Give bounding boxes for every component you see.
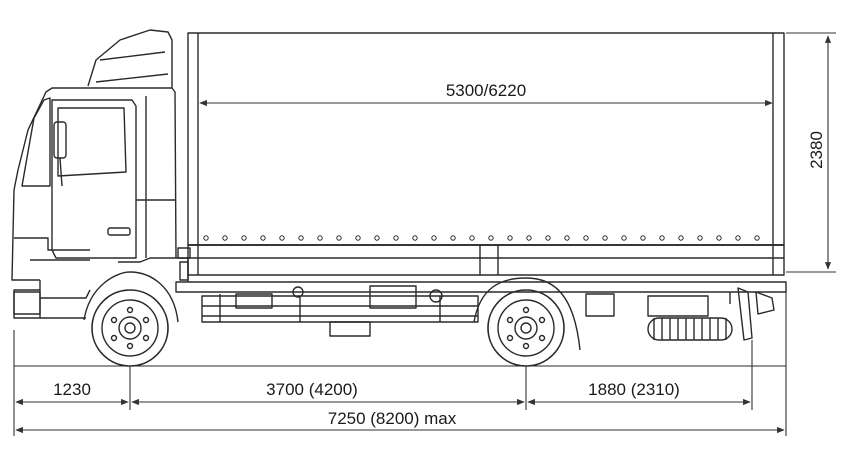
rivet	[621, 235, 627, 241]
front-wheel-arch	[83, 271, 179, 323]
cab	[11, 29, 177, 319]
rivet	[412, 235, 418, 241]
rivet	[754, 235, 760, 241]
rivet	[697, 235, 703, 241]
rivet	[488, 235, 494, 241]
rivet	[659, 235, 665, 241]
rivet	[469, 235, 475, 241]
rivet	[298, 235, 304, 241]
rear-wheel	[487, 289, 565, 367]
tarp-rivets	[203, 235, 760, 241]
rivet	[583, 235, 589, 241]
rivet	[241, 235, 247, 241]
rivet	[279, 235, 285, 241]
rivet	[393, 235, 399, 241]
rivet	[317, 235, 323, 241]
rivet	[716, 235, 722, 241]
chassis	[175, 247, 787, 341]
body-length-label: 5300/6220	[446, 81, 526, 100]
truck-outline	[11, 29, 787, 367]
front-overhang-label: 1230	[53, 380, 91, 399]
rivet	[735, 235, 741, 241]
rivet	[260, 235, 266, 241]
rivet	[507, 235, 513, 241]
rear-overhang-label: 1880 (2310)	[588, 380, 680, 399]
dimension-lines	[13, 32, 836, 436]
rivet	[203, 235, 209, 241]
body-height-label: 2380	[807, 131, 826, 169]
rivet	[678, 235, 684, 241]
wheelbase-label: 3700 (4200)	[266, 380, 358, 399]
rivet	[374, 235, 380, 241]
rivet	[545, 235, 551, 241]
front-wheel	[91, 289, 169, 367]
rear-wheel-arch	[473, 277, 581, 351]
rivet	[450, 235, 456, 241]
rivet	[355, 235, 361, 241]
rivet	[526, 235, 532, 241]
rivet	[222, 235, 228, 241]
rivet	[602, 235, 608, 241]
cargo-body	[187, 32, 785, 276]
rivet	[336, 235, 342, 241]
overall-length-label: 7250 (8200) max	[328, 409, 457, 428]
rivet	[640, 235, 646, 241]
rivet	[564, 235, 570, 241]
rivet	[431, 235, 437, 241]
